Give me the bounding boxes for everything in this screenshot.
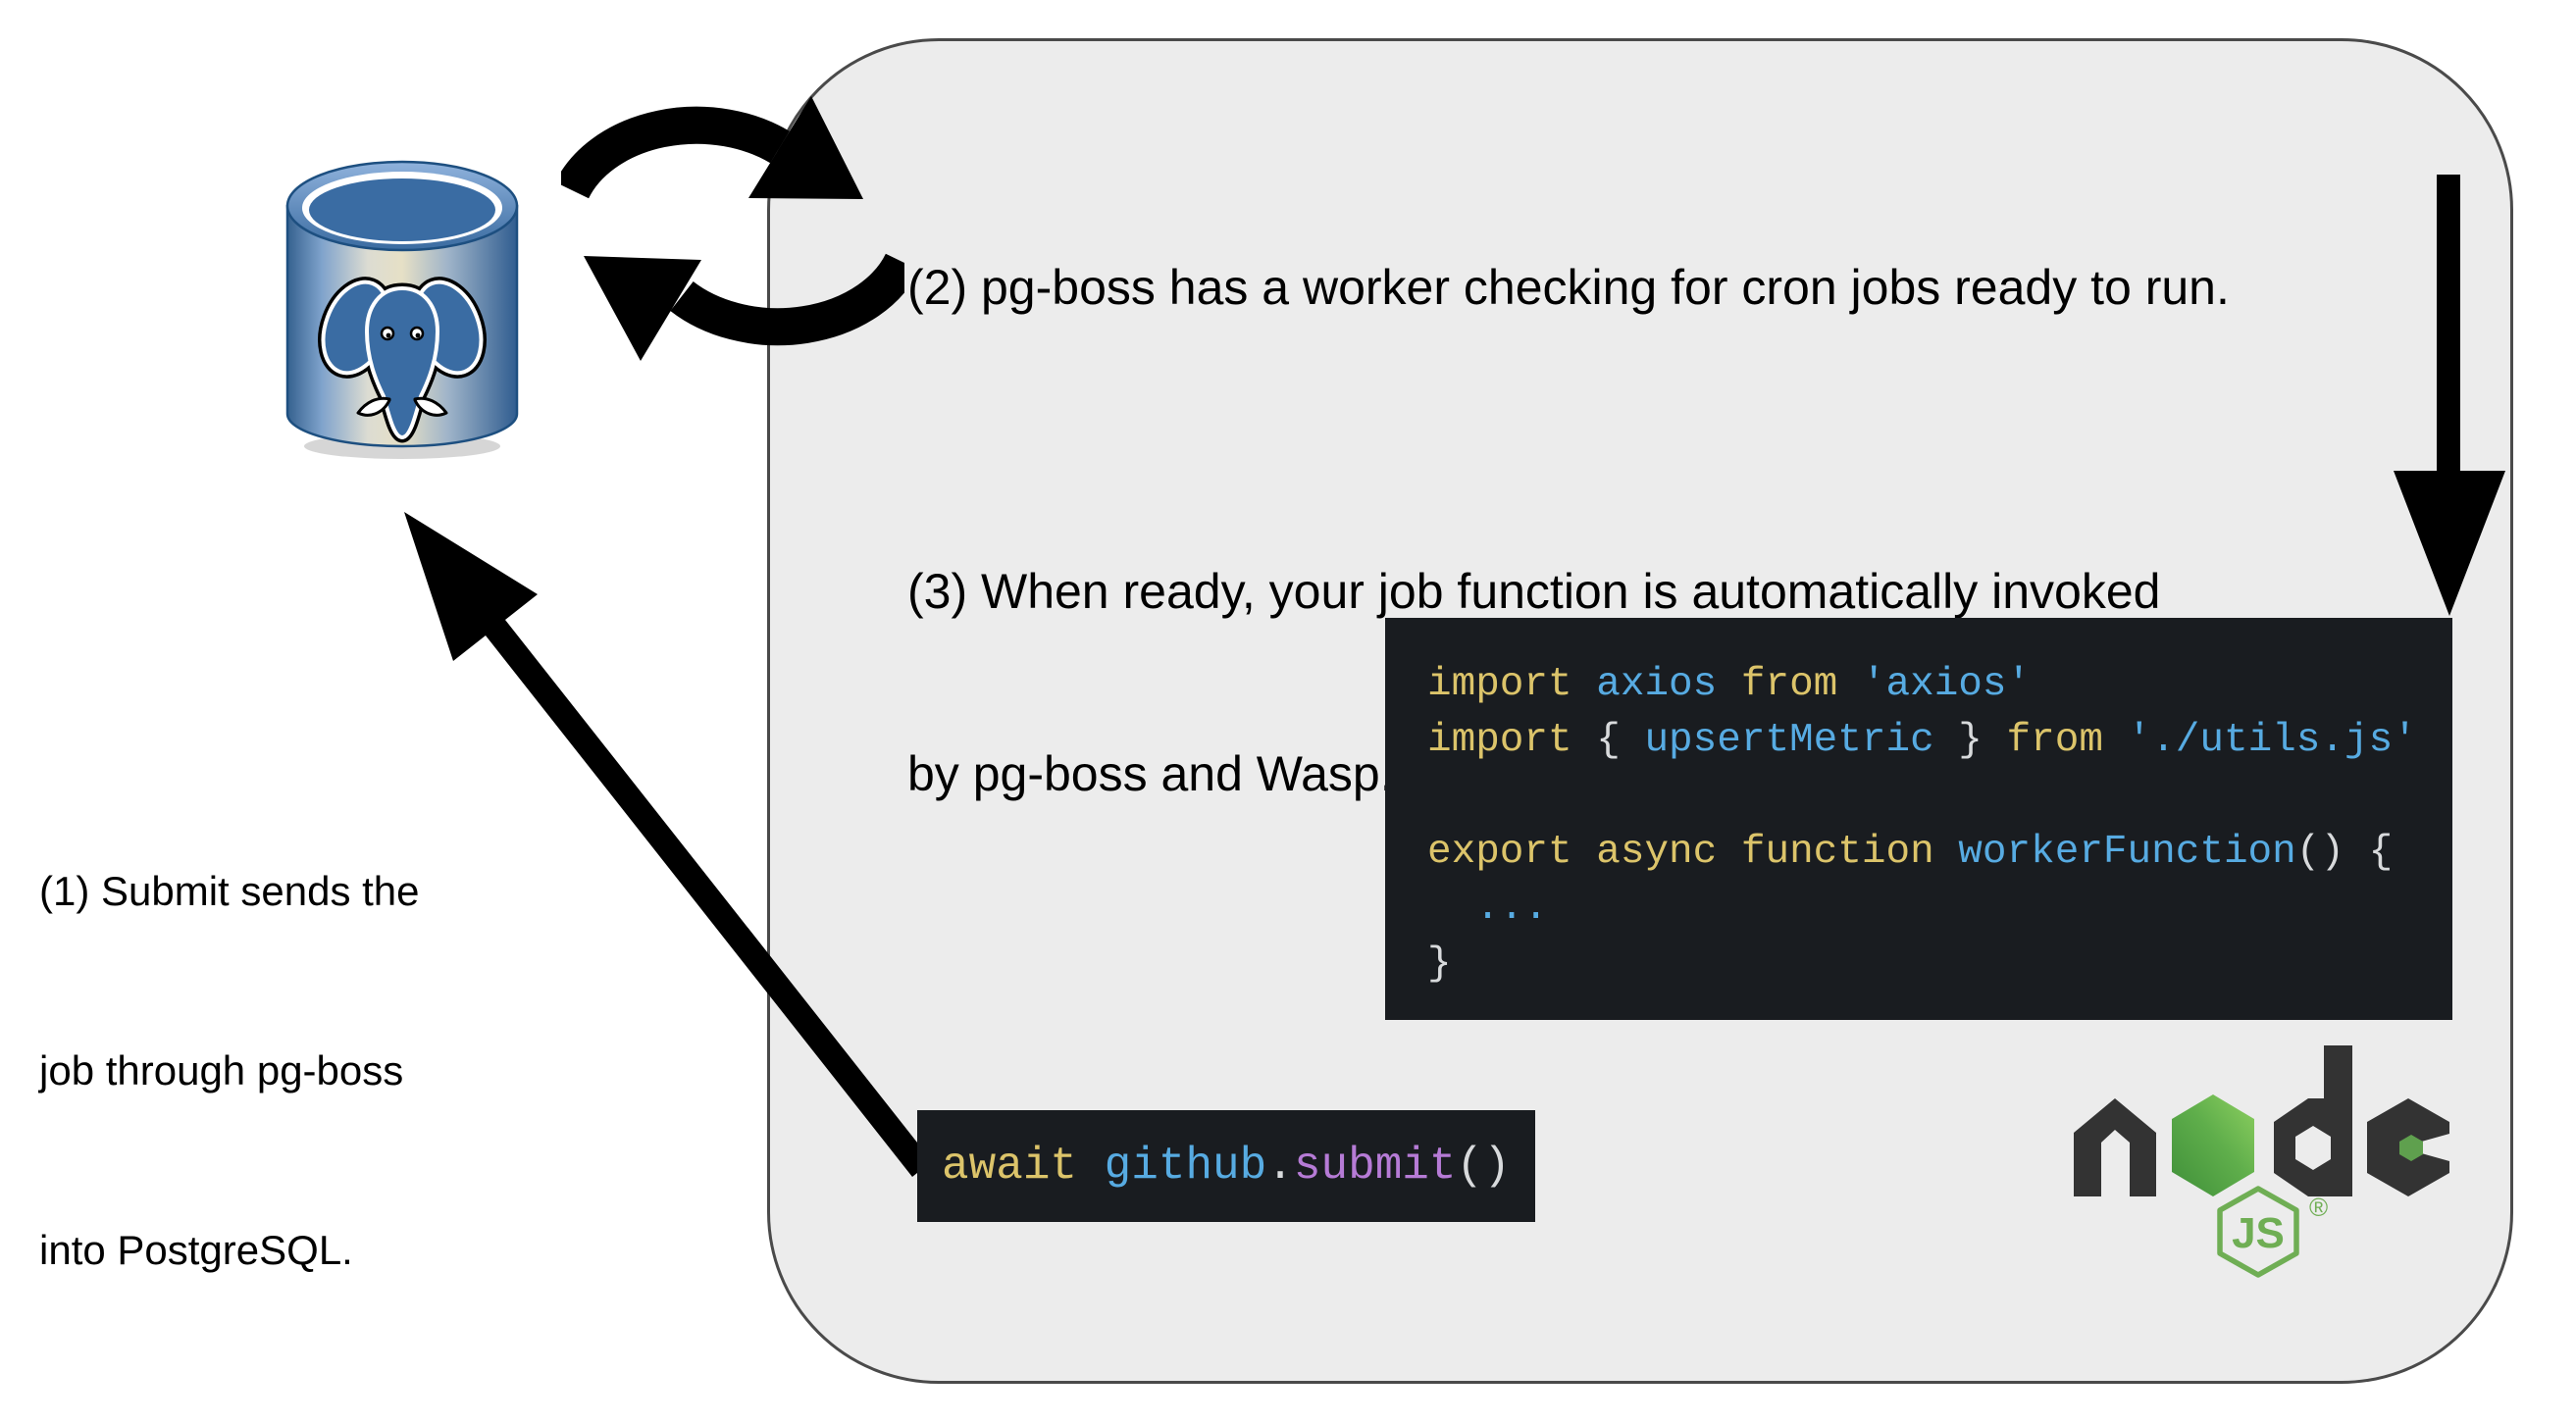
code-token: import	[1427, 662, 1597, 707]
step3-label: (3) When ready, your job function is aut…	[907, 439, 2160, 926]
code-token: }	[1427, 941, 1452, 987]
submit-code-block: await github.submit()	[917, 1110, 1535, 1222]
code-token: from	[2006, 718, 2128, 763]
code-token: () {	[2295, 830, 2394, 875]
step2-label: (2) pg-boss has a worker checking for cr…	[907, 135, 2230, 439]
code-token: async	[1596, 830, 1741, 875]
step1-line2: job through pg-boss	[39, 1047, 404, 1093]
step1-label: (1) Submit sends the job through pg-boss…	[39, 741, 420, 1399]
step3-line1: (3) When ready, your job function is aut…	[907, 564, 2161, 619]
code-token: }	[1933, 718, 2007, 763]
code-token: ()	[1456, 1141, 1511, 1192]
code-line: import axios from 'axios'	[1427, 657, 2452, 713]
cycle-top-arc	[561, 106, 790, 199]
cylinder-top-ring	[302, 172, 502, 244]
elephant-face	[318, 277, 487, 443]
code-line: ...	[1427, 881, 2452, 937]
cylinder-shadow	[304, 433, 500, 459]
worker-code-block: import axios from 'axios' import { upser…	[1385, 618, 2452, 1020]
code-token: submit	[1293, 1141, 1457, 1192]
code-line: import { upsertMetric } from './utils.js…	[1427, 713, 2452, 769]
code-line: export async function workerFunction() {	[1427, 825, 2452, 881]
code-token: from	[1740, 662, 1862, 707]
step1-line3: into PostgreSQL.	[39, 1227, 353, 1273]
cylinder-body	[285, 204, 519, 448]
code-token: export	[1427, 830, 1597, 875]
code-token: .	[1266, 1141, 1294, 1192]
code-line: }	[1427, 937, 2452, 992]
step2-line: (2) pg-boss has a worker checking for cr…	[907, 260, 2230, 315]
code-token: upsertMetric	[1644, 718, 1934, 763]
code-token: ...	[1427, 886, 1549, 931]
cylinder-top-rim	[285, 160, 519, 252]
cylinder-top-inner	[309, 178, 495, 241]
code-token: import	[1427, 718, 1597, 763]
code-token: github	[1104, 1141, 1267, 1192]
code-token: axios	[1596, 662, 1741, 707]
code-token: function	[1740, 830, 1959, 875]
step3-line2: by pg-boss and Wasp.	[907, 746, 1394, 801]
step1-line1: (1) Submit sends the	[39, 868, 420, 914]
code-token: workerFunction	[1958, 830, 2296, 875]
cycle-bottom-arrowhead	[584, 256, 701, 361]
code-token: './utils.js'	[2127, 718, 2417, 763]
code-token	[1427, 774, 1452, 819]
postgresql-icon	[285, 160, 519, 459]
code-token: {	[1596, 718, 1645, 763]
code-line	[1427, 769, 2452, 825]
code-token: 'axios'	[1861, 662, 2032, 707]
code-token: await	[942, 1141, 1105, 1192]
